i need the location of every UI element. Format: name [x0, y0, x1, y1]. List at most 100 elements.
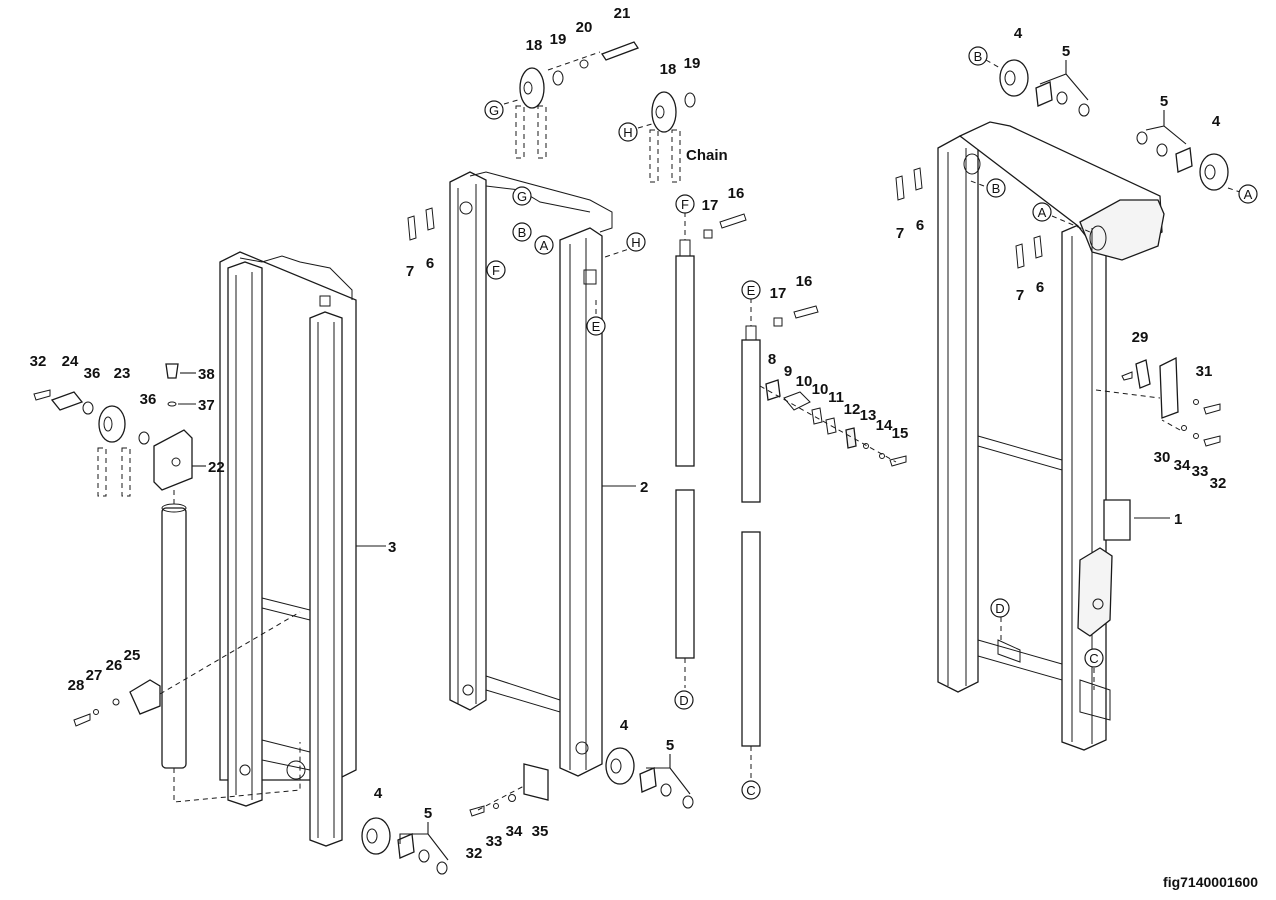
part-label-12: 12: [844, 401, 861, 418]
svg-text:B: B: [974, 49, 983, 64]
svg-text:D: D: [679, 693, 688, 708]
part-label-21: 21: [614, 5, 631, 22]
assembly-lines: [159, 51, 1241, 811]
svg-text:H: H: [631, 235, 640, 250]
part-label-36: 36: [84, 365, 101, 382]
part-label-4: 4: [374, 785, 383, 802]
part-label-10: 10: [812, 381, 829, 398]
part-label-18: 18: [526, 37, 543, 54]
ref-marker-c-cyl: C: [741, 780, 761, 800]
ref-marker-g-top: G: [484, 100, 504, 120]
svg-text:C: C: [1089, 651, 1098, 666]
mast-section-3: [219, 251, 357, 847]
svg-text:A: A: [1244, 187, 1253, 202]
part-label-19: 19: [550, 31, 567, 48]
reference-letters: G H G B A H F E F D E C B A B A D C: [484, 46, 1258, 800]
svg-text:E: E: [747, 283, 756, 298]
ref-marker-h-top: H: [618, 122, 638, 142]
svg-text:D: D: [995, 601, 1004, 616]
part-label-32: 32: [1210, 475, 1227, 492]
svg-text:F: F: [492, 263, 500, 278]
part-label-17: 17: [770, 285, 787, 302]
part-label-11: 11: [828, 389, 844, 406]
ref-marker-a-inner: A: [1032, 202, 1052, 222]
part-labels: 1 2 3 4 4 4 4 5 5 5 5 6 6 6 7 7 7 8 9 10…: [30, 5, 1227, 862]
ref-marker-d-cyl: D: [674, 690, 694, 710]
part-label-6: 6: [426, 255, 434, 272]
part-label-10: 10: [796, 373, 813, 390]
svg-text:B: B: [518, 225, 527, 240]
part-label-14: 14: [876, 417, 893, 434]
lift-cylinder-left: [161, 503, 187, 769]
part-label-38: 38: [198, 366, 215, 383]
part-label-33: 33: [1192, 463, 1209, 480]
ref-marker-h-mast: H: [626, 232, 646, 252]
part-label-32: 32: [30, 353, 47, 370]
part-label-19: 19: [684, 55, 701, 72]
part-label-17: 17: [702, 197, 719, 214]
ref-marker-a-right: A: [1238, 184, 1258, 204]
part-label-36: 36: [140, 391, 157, 408]
part-label-34: 34: [1174, 457, 1191, 474]
part-label-4: 4: [1212, 113, 1221, 130]
part-label-27: 27: [86, 667, 103, 684]
part-label-34: 34: [506, 823, 523, 840]
ref-marker-b-right: B: [986, 178, 1006, 198]
ref-marker-b-top: B: [968, 46, 988, 66]
chain-pieces: [97, 105, 681, 497]
part-label-9: 9: [784, 363, 792, 380]
figure-caption: fig7140001600: [1163, 874, 1258, 890]
part-label-4: 4: [620, 717, 629, 734]
mast-section-2: [449, 171, 613, 777]
lift-cylinder-center-lower: [741, 325, 761, 747]
ref-marker-a-mast: A: [534, 235, 554, 255]
part-label-25: 25: [124, 647, 141, 664]
part-label-16: 16: [796, 273, 813, 290]
part-label-5: 5: [666, 737, 674, 754]
part-label-7: 7: [896, 225, 904, 242]
part-label-3: 3: [388, 539, 396, 556]
part-label-22: 22: [208, 459, 225, 476]
svg-text:H: H: [623, 125, 632, 140]
part-label-33: 33: [486, 833, 503, 850]
part-label-6: 6: [916, 217, 924, 234]
svg-text:A: A: [540, 238, 549, 253]
svg-text:C: C: [746, 783, 755, 798]
part-label-15: 15: [892, 425, 909, 442]
ref-marker-d-inner: D: [990, 598, 1010, 618]
ref-marker-e-cyl: E: [741, 280, 761, 300]
svg-text:G: G: [489, 103, 499, 118]
part-label-7: 7: [1016, 287, 1024, 304]
mast-section-1: [937, 121, 1165, 751]
ref-marker-b-mast: B: [512, 222, 532, 242]
svg-text:G: G: [517, 189, 527, 204]
svg-text:A: A: [1038, 205, 1047, 220]
chain-label: Chain: [686, 147, 728, 164]
part-label-1: 1: [1174, 511, 1182, 528]
part-label-31: 31: [1196, 363, 1213, 380]
part-label-35: 35: [532, 823, 549, 840]
part-label-20: 20: [576, 19, 593, 36]
part-label-24: 24: [62, 353, 79, 370]
part-label-28: 28: [68, 677, 85, 694]
part-label-13: 13: [860, 407, 877, 424]
part-label-26: 26: [106, 657, 123, 674]
svg-text:B: B: [992, 181, 1001, 196]
part-label-4: 4: [1014, 25, 1023, 42]
part-label-5: 5: [1160, 93, 1168, 110]
part-label-23: 23: [114, 365, 131, 382]
part-label-30: 30: [1154, 449, 1171, 466]
part-label-6: 6: [1036, 279, 1044, 296]
part-label-37: 37: [198, 397, 215, 414]
part-label-7: 7: [406, 263, 414, 280]
part-label-18: 18: [660, 61, 677, 78]
part-label-29: 29: [1132, 329, 1149, 346]
part-label-5: 5: [1062, 43, 1070, 60]
part-label-16: 16: [728, 185, 745, 202]
ref-marker-f-mast: F: [486, 260, 506, 280]
part-label-32: 32: [466, 845, 483, 862]
lift-cylinder-center-upper: [675, 239, 695, 659]
ref-marker-e-mast: E: [586, 316, 606, 336]
hardware: [33, 167, 1221, 817]
